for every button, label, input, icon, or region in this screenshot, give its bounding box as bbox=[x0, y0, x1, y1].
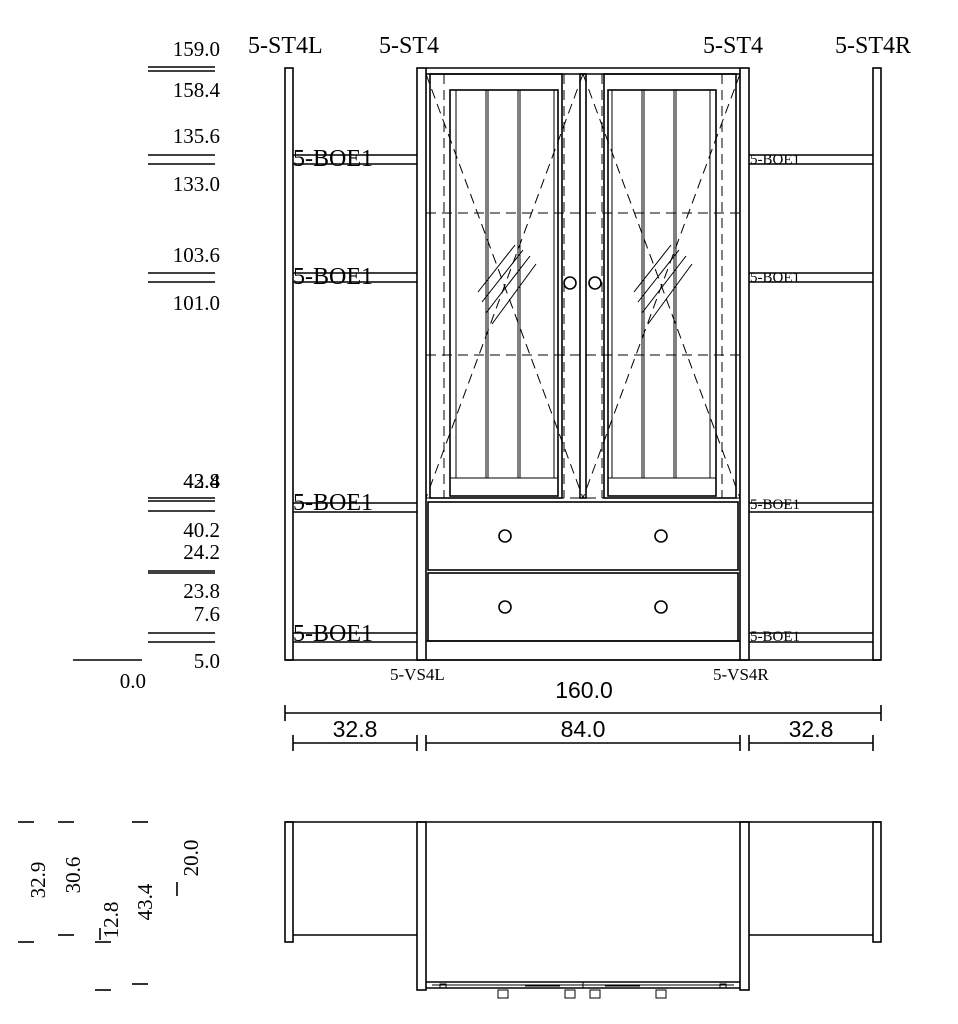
height-label: 133.0 bbox=[173, 172, 220, 196]
drawer-knob bbox=[654, 600, 668, 614]
height-label: 24.2 bbox=[183, 540, 220, 564]
part-label-right-inner: 5-ST4 bbox=[703, 33, 763, 59]
left-door-knob bbox=[563, 276, 577, 290]
part-labels: 5-ST4L 5-ST4 5-ST4 5-ST4R 5-BOE1 5-BOE1 … bbox=[248, 33, 911, 684]
left-shelves bbox=[293, 154, 417, 643]
right-inner-upright bbox=[739, 67, 750, 661]
shelf-label: 5-BOE1 bbox=[750, 497, 800, 513]
lower-drawer bbox=[427, 572, 739, 642]
shelf-label: 5-BOE1 bbox=[293, 490, 373, 516]
door-swing-lines bbox=[425, 73, 741, 499]
width-label-right: 32.8 bbox=[789, 716, 834, 742]
shelf-label: 5-BOE1 bbox=[293, 146, 373, 172]
height-label: 40.2 bbox=[183, 518, 220, 542]
height-dimensions: 159.0 158.4 135.6 133.0 103.6 101.0 43.4… bbox=[73, 37, 221, 693]
glass-hatching bbox=[477, 244, 693, 325]
drawer-knob bbox=[498, 529, 512, 543]
right-shelves bbox=[749, 154, 873, 643]
part-label-left-side: 5-ST4L bbox=[248, 33, 323, 59]
height-label: 42.8 bbox=[183, 469, 220, 493]
front-view bbox=[284, 67, 882, 661]
shelf-label: 5-BOE1 bbox=[293, 621, 373, 647]
shelf-label: 5-BOE1 bbox=[750, 270, 800, 286]
shelf-label: 5-BOE1 bbox=[750, 629, 800, 645]
height-label: 159.0 bbox=[173, 37, 220, 61]
part-label-right-leg: 5-VS4R bbox=[713, 665, 769, 684]
depth-label: 20.0 bbox=[179, 840, 203, 877]
drawer-knob bbox=[654, 529, 668, 543]
height-label: 158.4 bbox=[173, 78, 221, 102]
height-label: 103.6 bbox=[173, 243, 220, 267]
height-label: 135.6 bbox=[173, 124, 220, 148]
plan-view bbox=[284, 821, 882, 999]
depth-label: 30.6 bbox=[61, 857, 85, 894]
height-label: 101.0 bbox=[173, 291, 220, 315]
drawer-knob bbox=[498, 600, 512, 614]
width-label-left: 32.8 bbox=[333, 716, 378, 742]
width-label-center: 84.0 bbox=[561, 716, 606, 742]
center-stile bbox=[579, 73, 587, 499]
shelf-label: 5-BOE1 bbox=[750, 152, 800, 168]
shelf-label: 5-BOE1 bbox=[293, 264, 373, 290]
part-label-right-side: 5-ST4R bbox=[835, 33, 911, 59]
right-side-panel bbox=[872, 67, 882, 661]
height-label: 0.0 bbox=[120, 669, 146, 693]
part-label-left-inner: 5-ST4 bbox=[379, 33, 439, 59]
total-width-label: 160.0 bbox=[555, 677, 613, 703]
depth-label: 32.9 bbox=[26, 862, 50, 899]
depth-label: 12.8 bbox=[99, 902, 123, 939]
width-dimensions: 160.0 32.8 84.0 32.8 bbox=[284, 677, 882, 751]
height-label: 5.0 bbox=[194, 649, 220, 673]
left-inner-upright bbox=[416, 67, 427, 661]
left-side-panel bbox=[284, 67, 294, 661]
height-label: 43.4 bbox=[183, 469, 220, 493]
part-label-left-leg: 5-VS4L bbox=[390, 665, 445, 684]
depth-dimensions: 32.9 30.6 12.8 43.4 20.0 bbox=[18, 821, 203, 991]
height-label: 23.8 bbox=[183, 579, 220, 603]
height-label: 7.6 bbox=[194, 602, 220, 626]
upper-drawer bbox=[427, 501, 739, 571]
depth-label: 43.4 bbox=[133, 883, 157, 920]
right-door-knob bbox=[588, 276, 602, 290]
